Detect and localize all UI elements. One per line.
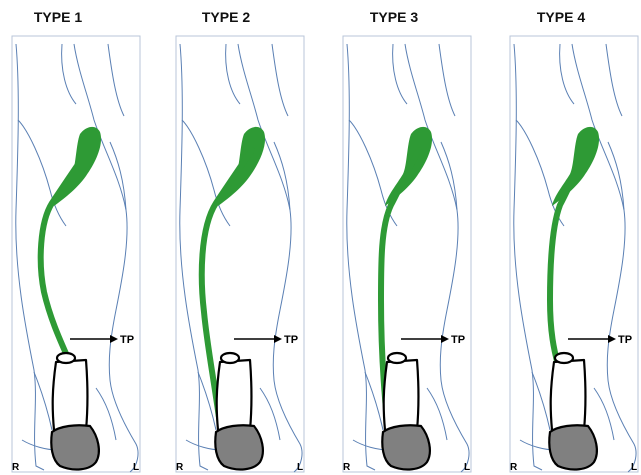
leg-outline — [34, 372, 52, 430]
leg-outline — [560, 44, 574, 104]
panel-title: TYPE 1 — [34, 9, 82, 25]
right-side-label: R — [176, 462, 184, 473]
bone-head — [57, 353, 75, 363]
tp-label: TP — [618, 334, 632, 346]
panel-title: TYPE 4 — [537, 9, 585, 25]
leg-outline — [393, 44, 407, 104]
panel-title: TYPE 3 — [370, 9, 418, 25]
leg-outline — [439, 44, 455, 116]
tp-label: TP — [120, 334, 134, 346]
leg-outline — [18, 120, 66, 226]
leg-outline — [62, 44, 76, 104]
tp-arrow-head — [110, 335, 118, 343]
tp-label: TP — [284, 334, 298, 346]
left-side-label: L — [631, 462, 637, 473]
leg-outline — [347, 44, 375, 470]
calcaneus — [215, 425, 263, 469]
leg-outline — [108, 44, 124, 116]
tp-label: TP — [451, 334, 465, 346]
calcaneus — [51, 425, 99, 469]
bone-head — [388, 353, 406, 363]
tp-arrow-head — [441, 335, 449, 343]
panel-title: TYPE 2 — [202, 9, 250, 25]
left-side-label: L — [297, 462, 303, 473]
tibia-shaft — [384, 360, 419, 430]
left-side-label: L — [464, 462, 470, 473]
tp-arrow-head — [274, 335, 282, 343]
panel-type-2: TP R L — [176, 36, 304, 473]
leg-outline — [606, 44, 622, 116]
panel-type-3: TP R L — [343, 36, 471, 473]
leg-outline — [272, 44, 288, 116]
left-side-label: L — [133, 462, 139, 473]
right-side-label: R — [510, 462, 518, 473]
tibia-shaft — [551, 360, 586, 430]
leg-outline — [514, 44, 542, 470]
bone-head — [221, 353, 239, 363]
leg-outline — [226, 44, 240, 104]
panel-type-1: TP R L — [12, 36, 140, 473]
panel-type-4: TP R L — [510, 36, 638, 473]
leg-outline — [365, 372, 383, 430]
bone-head — [555, 353, 573, 363]
calcaneus — [382, 425, 430, 469]
tibia-shaft — [217, 360, 252, 430]
leg-outline — [532, 372, 550, 430]
tibia-shaft — [53, 360, 88, 430]
leg-outline — [182, 120, 230, 226]
right-side-label: R — [12, 462, 20, 473]
tp-arrow-head — [608, 335, 616, 343]
calcaneus — [549, 425, 597, 469]
right-side-label: R — [343, 462, 351, 473]
